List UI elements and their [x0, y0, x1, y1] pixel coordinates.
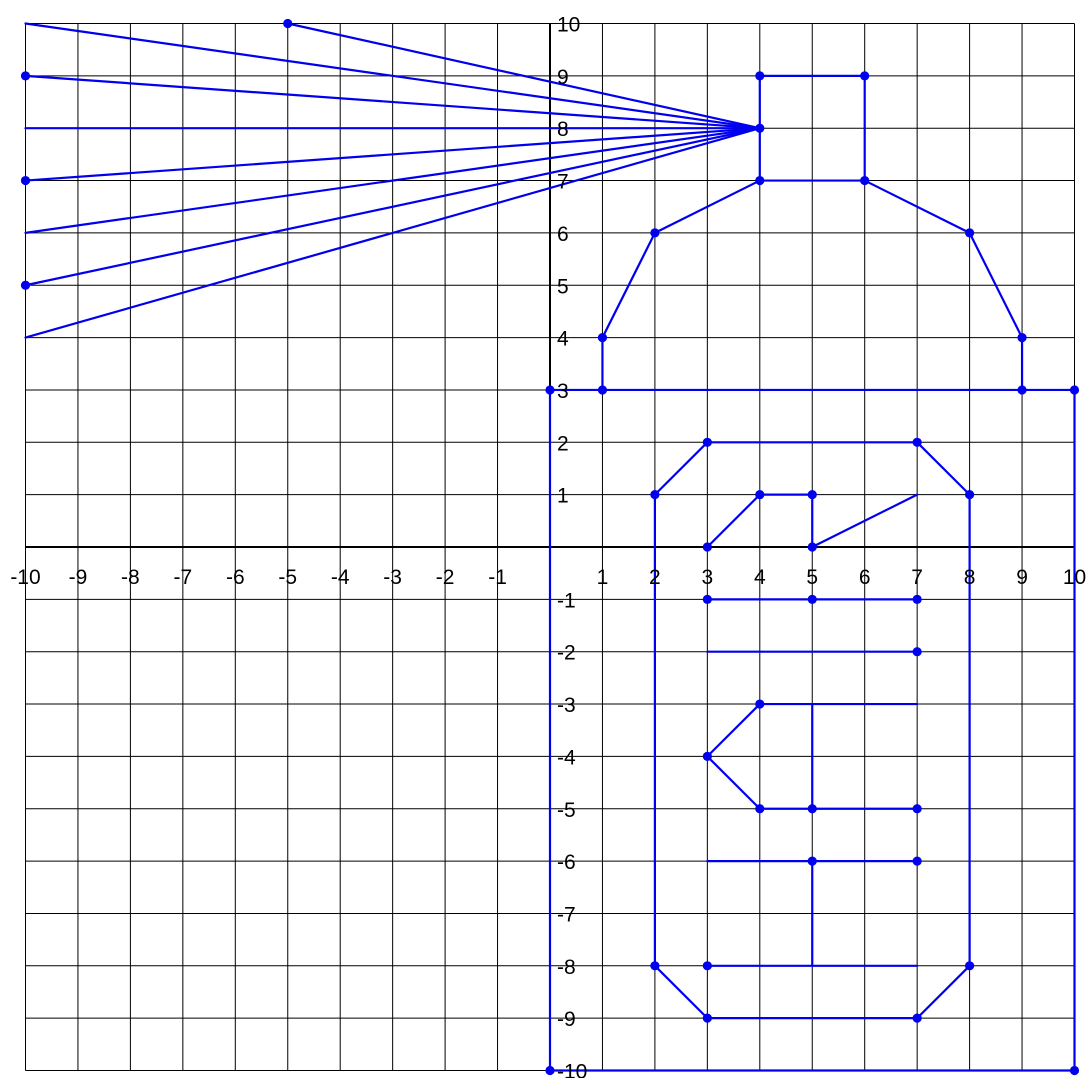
- data-point: [597, 385, 608, 395]
- y-tick-label: -8: [557, 956, 576, 979]
- data-point: [545, 385, 555, 395]
- data-point: [807, 856, 817, 866]
- x-tick-label: -8: [121, 566, 140, 589]
- data-point: [650, 228, 660, 238]
- x-tick-label: 8: [964, 566, 976, 589]
- y-tick-label: 5: [557, 275, 569, 298]
- y-tick-label: -9: [557, 1008, 576, 1031]
- x-tick-label: 10: [1063, 566, 1086, 589]
- data-point: [965, 961, 975, 971]
- data-point: [755, 699, 765, 709]
- data-point: [755, 71, 765, 81]
- data-point: [860, 71, 870, 81]
- x-tick-label: 7: [911, 566, 923, 589]
- data-point: [702, 542, 712, 552]
- data-point: [20, 175, 31, 186]
- data-point: [755, 490, 765, 500]
- x-tick-label: 6: [859, 566, 871, 589]
- data-point: [912, 804, 922, 814]
- y-tick-label: -10: [557, 1061, 587, 1078]
- y-tick-label: 1: [557, 485, 569, 508]
- data-point: [1069, 1065, 1080, 1076]
- y-tick-label: -2: [557, 642, 576, 665]
- data-point: [545, 1065, 555, 1076]
- x-tick-label: 2: [649, 566, 661, 589]
- data-point: [20, 71, 31, 81]
- data-point: [1069, 385, 1080, 395]
- data-point: [965, 490, 975, 500]
- y-tick-label: -7: [557, 903, 576, 926]
- data-point: [702, 751, 712, 762]
- tick-labels: -10 -9 -8 -7 -6 -5 -4 -3 -2 -1 1 2 3 4 5 6 7 8 9 10 10 9 8 7 6 5 4…: [10, 14, 1086, 1078]
- y-tick-label: 2: [557, 432, 569, 455]
- x-tick-label: -7: [174, 566, 193, 589]
- y-tick-label: -3: [557, 694, 576, 717]
- data-point: [807, 594, 817, 604]
- data-point: [650, 961, 660, 971]
- data-point: [702, 1013, 712, 1023]
- x-tick-label: -5: [278, 566, 297, 589]
- x-tick-label: -9: [69, 566, 88, 589]
- data-point: [912, 1013, 922, 1023]
- data-point: [650, 490, 660, 500]
- x-tick-label: 5: [806, 566, 818, 589]
- data-point: [1017, 385, 1027, 395]
- x-tick-label: -3: [383, 566, 402, 589]
- data-point: [755, 804, 765, 814]
- x-tick-label: -10: [10, 566, 40, 589]
- y-tick-label: 8: [557, 118, 569, 141]
- y-tick-label: -1: [557, 589, 576, 612]
- data-point: [807, 542, 817, 552]
- data-point: [807, 804, 817, 814]
- y-tick-label: 7: [557, 171, 569, 194]
- line-segment: [24, 127, 761, 234]
- x-tick-label: 3: [702, 566, 714, 589]
- data-point: [283, 18, 293, 29]
- data-point: [912, 594, 922, 604]
- data-point: [702, 594, 712, 604]
- data-point: [860, 175, 870, 186]
- line-segment: [24, 127, 761, 287]
- data-point: [755, 123, 765, 133]
- data-point: [597, 333, 608, 343]
- y-tick-label: -5: [557, 799, 576, 822]
- plotted-points: [20, 18, 1080, 1076]
- data-point: [912, 856, 922, 866]
- line-segment: [286, 22, 761, 130]
- data-point: [807, 490, 817, 500]
- y-tick-label: 3: [557, 380, 569, 403]
- data-point: [965, 228, 975, 238]
- line-segment: [24, 127, 761, 339]
- y-tick-label: 10: [557, 14, 580, 37]
- data-point: [755, 175, 765, 186]
- line-segment: [706, 493, 919, 549]
- y-tick-label: -4: [557, 746, 576, 769]
- data-point: [20, 280, 31, 290]
- data-point: [1017, 333, 1027, 343]
- line-segment: [24, 127, 761, 182]
- x-tick-label: 4: [754, 566, 766, 589]
- y-tick-label: 9: [557, 66, 569, 89]
- line-segment: [24, 22, 761, 130]
- x-tick-label: 1: [597, 566, 609, 589]
- data-point: [702, 961, 712, 971]
- x-tick-label: -2: [436, 566, 455, 589]
- x-tick-label: -6: [226, 566, 245, 589]
- x-tick-label: -1: [488, 566, 507, 589]
- data-point: [912, 437, 922, 447]
- line-segment: [24, 74, 761, 130]
- y-tick-label: 6: [557, 223, 569, 246]
- x-tick-label: -4: [331, 566, 350, 589]
- y-tick-label: 4: [557, 328, 569, 351]
- y-tick-label: -6: [557, 851, 576, 874]
- data-point: [702, 437, 712, 447]
- data-point: [912, 647, 922, 657]
- x-tick-label: 9: [1016, 566, 1028, 589]
- line-segment: [601, 179, 1024, 392]
